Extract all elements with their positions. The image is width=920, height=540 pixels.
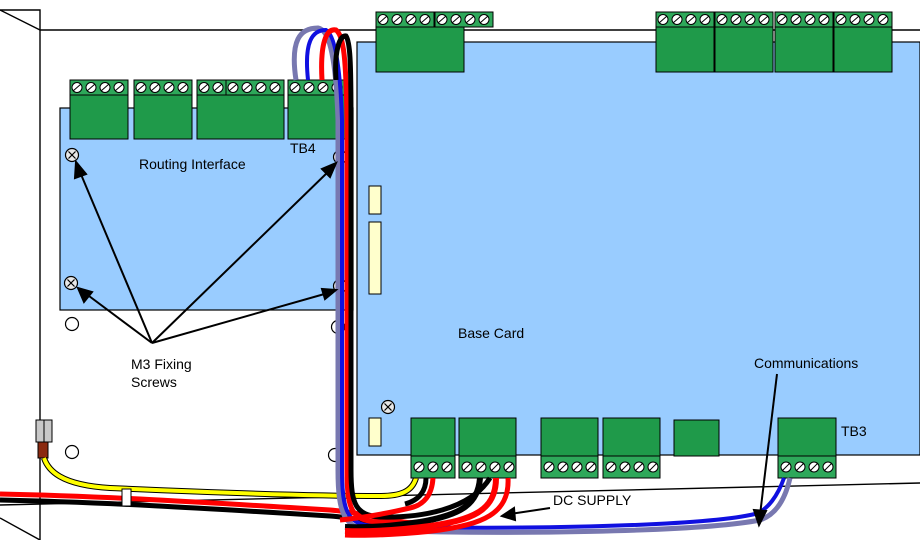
- ribbon-connectors: [368, 185, 382, 447]
- fixing-screw: [380, 399, 396, 415]
- screw-pointer-arrows: [73, 159, 339, 344]
- cable-grommet: [35, 419, 53, 459]
- tb3-label: TB3: [841, 423, 867, 439]
- cable-tie: [121, 488, 132, 507]
- base-card-board: [356, 41, 920, 456]
- communications-label: Communications: [754, 355, 858, 371]
- base-card-label: Base Card: [458, 325, 524, 341]
- routing-interface-label: Routing Interface: [139, 156, 246, 172]
- dc-supply-label: DC SUPPLY: [553, 492, 632, 508]
- fixing-screw: [63, 275, 79, 291]
- m3-fixing-screws-label-line2: Screws: [131, 374, 177, 390]
- yellow-wire: [41, 456, 419, 500]
- base-card-top-terminal-1: [375, 11, 465, 73]
- tb4-label: TB4: [290, 140, 316, 156]
- dc-supply-arrow: [499, 506, 551, 522]
- bottom-terminal-blocks: [410, 417, 720, 479]
- fixing-screw: [64, 147, 80, 163]
- mounting-hole: [64, 316, 80, 332]
- mounting-holes: [64, 316, 346, 463]
- communications-arrow: [752, 373, 778, 528]
- m3-fixing-screws-label-line1: M3 Fixing: [131, 356, 192, 372]
- tb3-terminal-block: [777, 417, 837, 479]
- routing-interface-board: [59, 107, 354, 311]
- base-card-top-terminals-right: [655, 11, 893, 73]
- routing-interface-terminals: [69, 79, 285, 140]
- dc-supply-wires: [339, 477, 511, 538]
- mounting-hole: [64, 444, 80, 460]
